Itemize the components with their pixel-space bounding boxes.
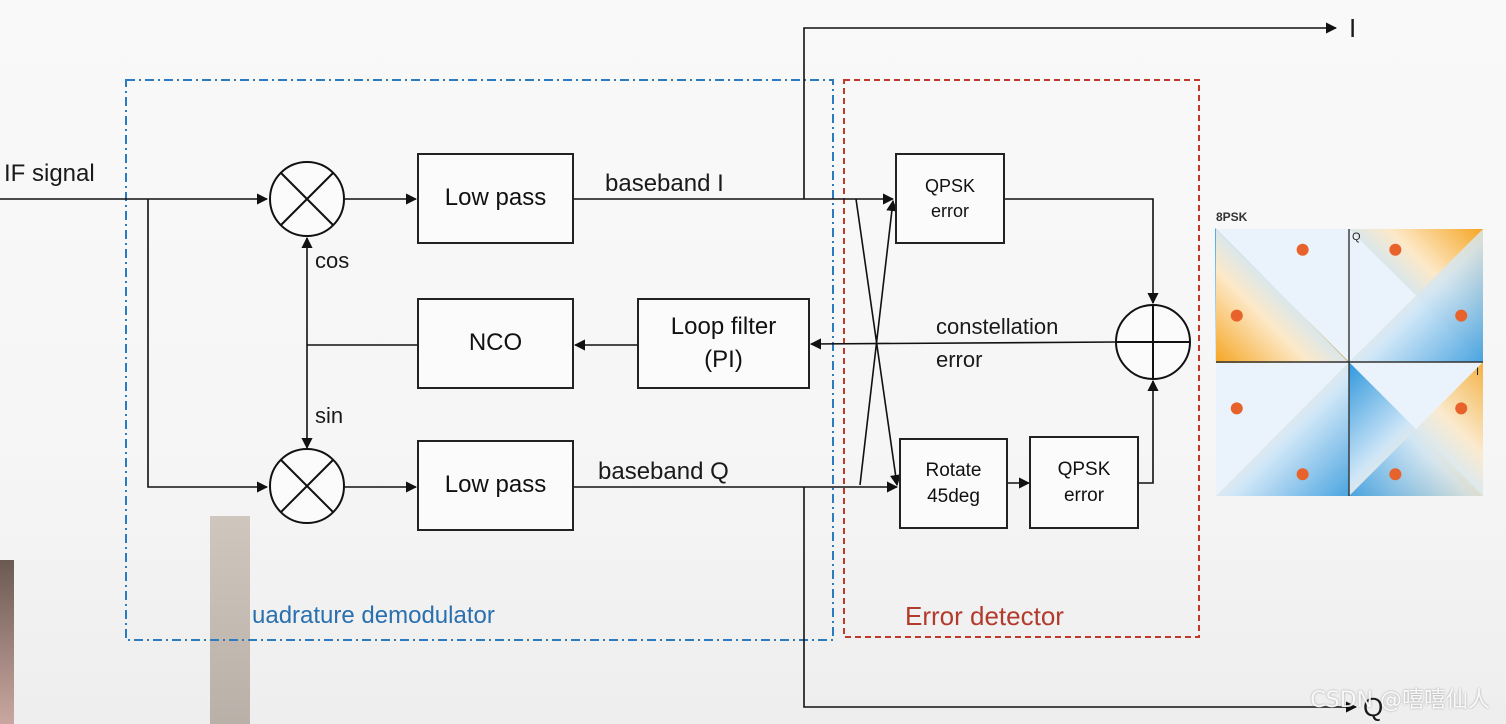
rotate-label-1: Rotate — [925, 459, 982, 481]
lowpass-bottom-block: Low pass — [417, 440, 574, 531]
background-pillar — [210, 516, 250, 724]
presenter-silhouette — [0, 560, 14, 724]
sin-label: sin — [315, 403, 344, 428]
constellation-point-6 — [1230, 309, 1243, 322]
constellation-axis-i: I — [1476, 366, 1479, 378]
baseband-i-label: baseband I — [605, 170, 724, 197]
qpsk-error-top-block: QPSK error — [895, 153, 1005, 244]
loop-filter-label-1: Loop filter — [670, 313, 777, 341]
constellation-label-2: error — [936, 347, 983, 372]
constellation-plot — [1215, 228, 1483, 496]
qpsk-error-bottom-block: QPSK error — [1029, 436, 1139, 529]
lowpass-top-block: Low pass — [417, 153, 574, 244]
qpsk-bottom-to-summer — [1138, 379, 1159, 484]
lowpass-bottom-label: Low pass — [444, 471, 547, 499]
nco-label: NCO — [468, 329, 523, 357]
output-q-label: Q — [1363, 692, 1384, 722]
loop-filter-label-2: (PI) — [704, 345, 743, 373]
mixer-top — [269, 161, 345, 237]
constellation-axis-q: Q — [1352, 231, 1361, 243]
lowpass-top-label: Low pass — [444, 184, 547, 212]
baseband-q-label: baseband Q — [598, 458, 729, 485]
loop-filter-block: Loop filter (PI) — [637, 298, 810, 389]
output-i-line — [803, 22, 1338, 199]
qpsk-bottom-label-2: error — [1063, 484, 1105, 506]
quadrature-demodulator-label: uadrature demodulator — [252, 602, 495, 629]
constellation-label-1: constellation — [936, 314, 1059, 339]
rotate-label-2: 45deg — [927, 485, 980, 507]
cos-label: cos — [315, 248, 350, 273]
qpsk-top-label-2: error — [930, 200, 969, 221]
qpsk-top-to-summer — [1005, 198, 1159, 305]
qpsk-bottom-label-1: QPSK — [1057, 458, 1111, 480]
nco-block: NCO — [417, 298, 574, 389]
output-q-line — [803, 487, 1358, 713]
if-signal-label: IF signal — [4, 160, 95, 187]
watermark: CSDN @嘻嘻仙人 — [1310, 688, 1490, 713]
constellation-error-line — [809, 338, 1117, 350]
constellation-point-2 — [1455, 402, 1468, 415]
qpsk-top-label-1: QPSK — [924, 176, 976, 197]
constellation-point-7 — [1296, 243, 1309, 256]
output-i-label: I — [1349, 13, 1357, 43]
constellation-point-1 — [1455, 309, 1468, 322]
constellation-point-5 — [1230, 402, 1243, 415]
quadrature-demodulator-group — [125, 79, 834, 641]
constellation-point-4 — [1296, 468, 1309, 481]
rotate-block: Rotate 45deg — [899, 438, 1008, 529]
constellation-title: 8PSK — [1216, 210, 1248, 224]
constellation-point-0 — [1389, 243, 1402, 256]
error-detector-label: Error detector — [905, 601, 1064, 631]
constellation-point-3 — [1389, 468, 1402, 481]
mixer-bottom — [269, 448, 345, 524]
summer — [1115, 304, 1191, 380]
error-detector-group — [843, 79, 1200, 638]
if-split-line — [147, 199, 269, 493]
